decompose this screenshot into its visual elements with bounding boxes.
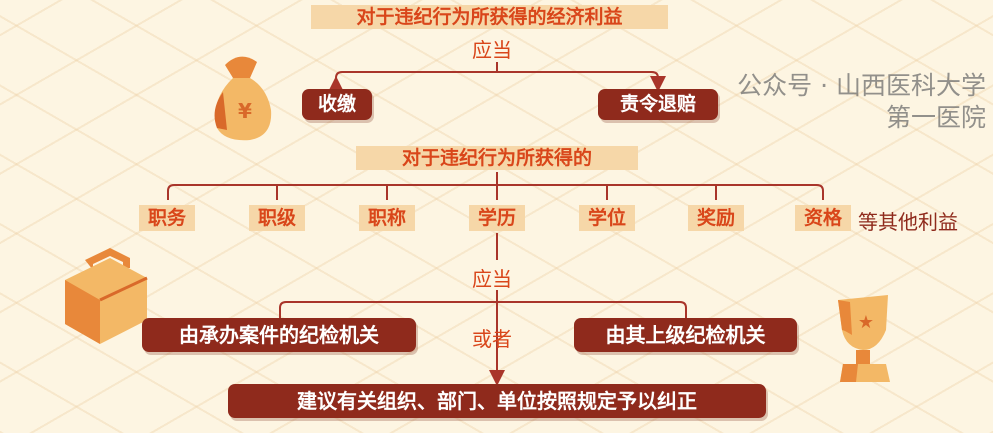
svg-text:¥: ¥ — [238, 99, 252, 123]
section2-title: 对于违纪行为所获得的 — [356, 146, 638, 170]
section2-should-label: 应当 — [472, 267, 512, 291]
briefcase-icon — [65, 248, 148, 344]
section1-should-label: 应当 — [472, 38, 512, 62]
correction-result-box: 建议有关组织、部门、单位按照规定予以纠正 — [228, 384, 766, 418]
superior-agency-box: 由其上级纪检机关 — [574, 318, 797, 352]
svg-text:★: ★ — [858, 312, 874, 333]
order-refund-box: 责令退赔 — [598, 89, 718, 120]
item-position: 职务 — [139, 205, 195, 231]
other-benefits-label: 等其他利益 — [858, 210, 958, 234]
item-award: 奖励 — [688, 205, 744, 231]
item-education: 学历 — [469, 205, 525, 231]
confiscate-box: 收缴 — [302, 89, 372, 120]
item-title: 职称 — [359, 205, 415, 231]
trophy-icon: ★ — [838, 295, 890, 382]
section1-title: 对于违纪行为所获得的经济利益 — [311, 5, 668, 29]
money-bag-icon: ¥ — [214, 56, 272, 141]
item-qualification: 资格 — [795, 205, 851, 231]
case-handling-agency-box: 由承办案件的纪检机关 — [142, 318, 416, 352]
watermark: 公众号 · 山西医科大学第一医院 — [737, 71, 986, 132]
item-rank: 职级 — [249, 205, 305, 231]
item-degree: 学位 — [579, 205, 635, 231]
or-label: 或者 — [472, 327, 512, 351]
